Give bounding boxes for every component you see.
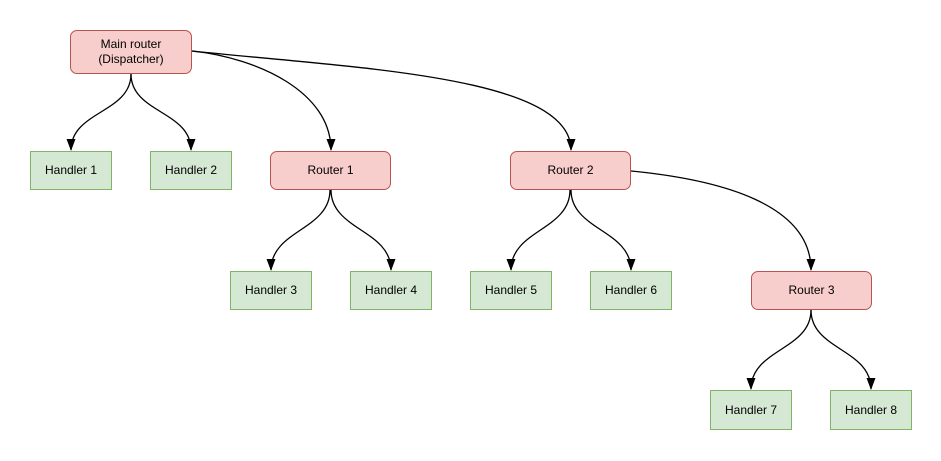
- node-handler-7-label: Handler 7: [724, 402, 778, 417]
- edge-router-1-to-handler-4: [330, 189, 396, 271]
- node-handler-1-label: Handler 1: [44, 163, 98, 177]
- edge-router-2-to-router-3: [630, 170, 816, 271]
- node-handler-3: Handler 3: [230, 271, 312, 310]
- edge-main-router-to-handler-2: [130, 73, 196, 151]
- node-handler-1: Handler 1: [30, 151, 112, 190]
- node-handler-6: Handler 6: [590, 271, 672, 310]
- node-handler-3-label: Handler 3: [244, 283, 298, 297]
- node-router-1: Router 1: [270, 151, 391, 190]
- edge-main-router-to-router-1: [191, 50, 336, 151]
- node-main-router: Main router (Dispatcher): [70, 30, 192, 74]
- node-handler-8-label: Handler 8: [844, 402, 898, 417]
- edge-router-1-to-handler-3: [266, 189, 331, 271]
- edge-main-router-to-handler-1: [66, 73, 132, 151]
- edge-router-2-to-handler-6: [570, 189, 636, 271]
- node-handler-2: Handler 2: [150, 151, 232, 190]
- edge-router-3-to-handler-7: [746, 309, 812, 390]
- node-handler-7: Handler 7: [710, 390, 792, 430]
- edge-main-router-to-router-2: [191, 50, 576, 151]
- node-handler-5-label: Handler 5: [484, 283, 538, 297]
- node-handler-2-label: Handler 2: [164, 163, 218, 177]
- node-router-3: Router 3: [751, 271, 872, 310]
- node-router-1-label: Router 1: [307, 163, 354, 177]
- edge-router-3-to-handler-8: [810, 309, 876, 390]
- node-router-2-label: Router 2: [547, 163, 594, 177]
- node-handler-5: Handler 5: [470, 271, 552, 310]
- node-handler-8: Handler 8: [830, 390, 912, 430]
- node-main-router-label: Main router (Dispatcher): [98, 37, 164, 66]
- node-router-2: Router 2: [510, 151, 631, 190]
- node-handler-6-label: Handler 6: [604, 283, 658, 297]
- edge-router-2-to-handler-5: [506, 189, 571, 271]
- node-handler-4-label: Handler 4: [364, 283, 418, 297]
- node-handler-4: Handler 4: [350, 271, 432, 310]
- node-router-3-label: Router 3: [788, 283, 835, 297]
